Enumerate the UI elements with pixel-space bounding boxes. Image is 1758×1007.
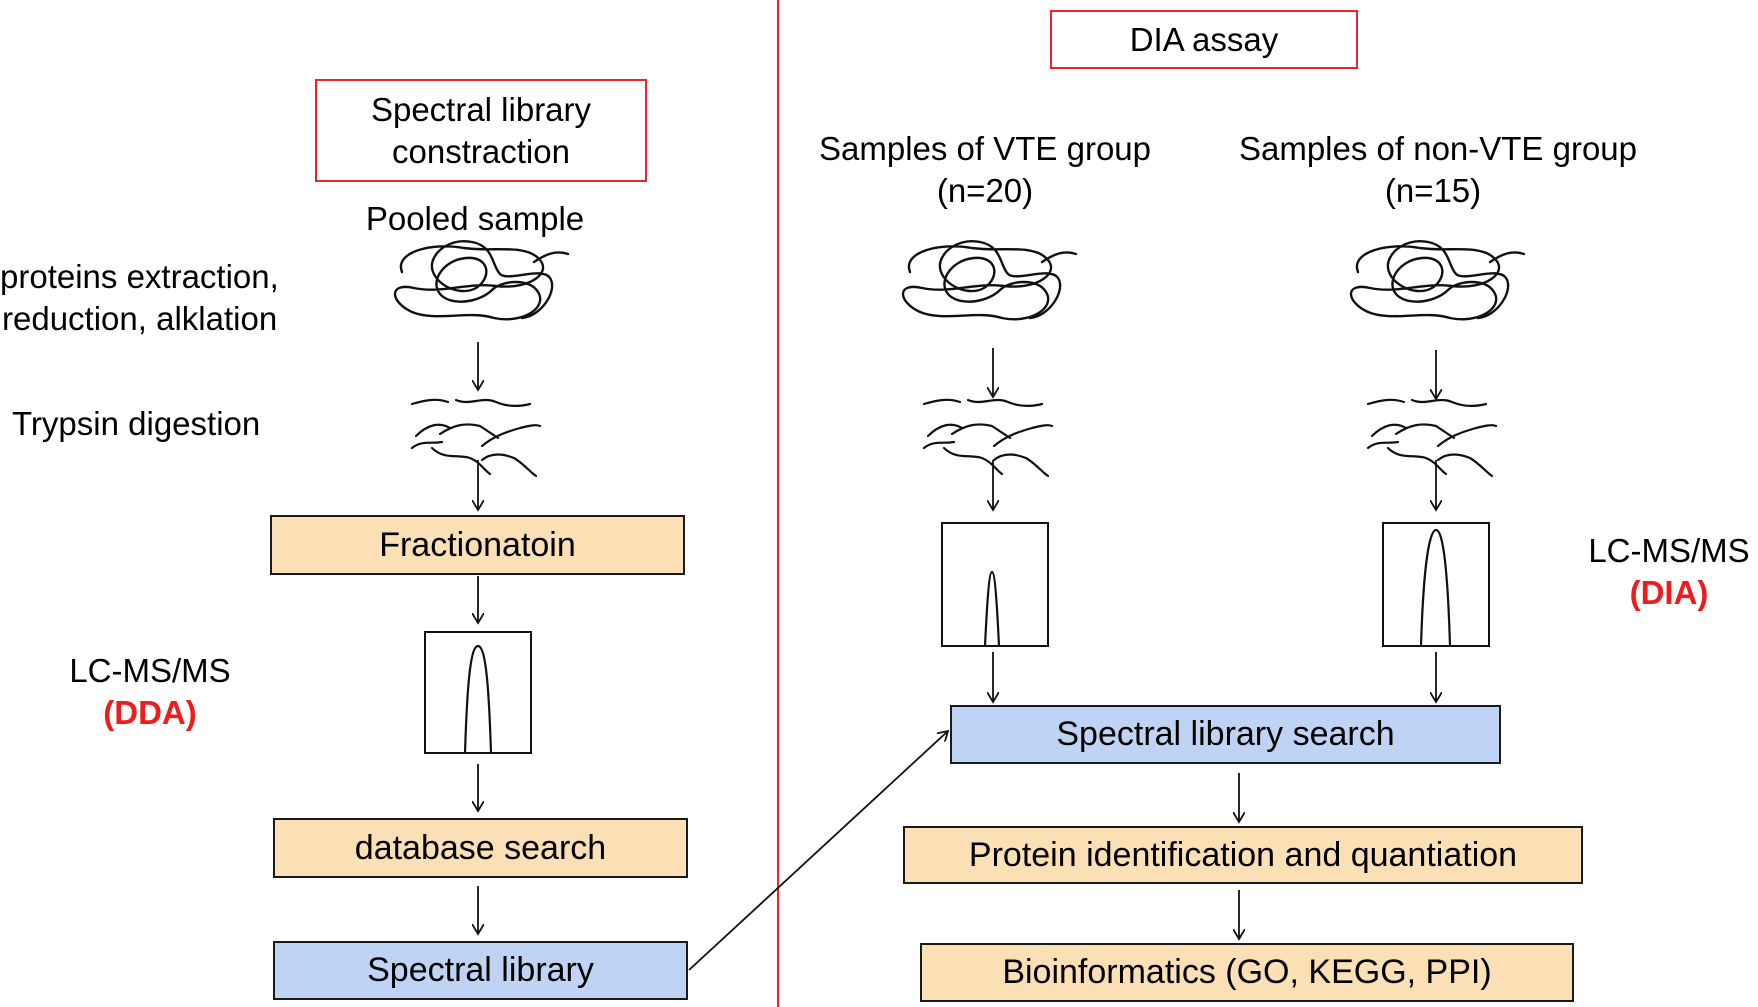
right-lcms-label: LC-MS/MS (DIA) <box>1580 530 1758 614</box>
nonvte-peptides-icon <box>1366 398 1498 478</box>
dda-mode-label: (DDA) <box>103 694 197 731</box>
nonvte-chromatogram-icon <box>1382 522 1490 647</box>
library-construction-header: Spectral library constraction <box>315 79 647 182</box>
left-chromatogram-icon <box>424 631 532 754</box>
bioinformatics-box: Bioinformatics (GO, KEGG, PPI) <box>920 943 1574 1002</box>
left-peptides-icon <box>410 398 542 478</box>
left-lcms-label: LC-MS/MS (DDA) <box>40 650 260 734</box>
library-to-search-arrow <box>688 731 948 971</box>
fractionation-box: Fractionatoin <box>270 515 685 575</box>
dia-mode-label: (DIA) <box>1629 574 1709 611</box>
nonvte-protein-icon <box>1349 240 1526 321</box>
database-search-box: database search <box>273 818 688 878</box>
left-lcms-label-text: LC-MS/MS <box>69 652 231 689</box>
trypsin-step-label: Trypsin digestion <box>12 405 261 442</box>
pooled-protein-icon <box>393 240 570 321</box>
vte-group-label: Samples of VTE group (n=20) <box>790 128 1180 212</box>
pooled-sample-label: Pooled sample <box>365 200 585 237</box>
vte-chromatogram-icon <box>941 522 1049 647</box>
nonvte-group-line1: Samples of non-VTE group <box>1238 130 1638 167</box>
extraction-step-label: proteins extraction, reduction, alklatio… <box>0 256 306 340</box>
vte-group-line1: Samples of VTE group <box>819 130 1151 167</box>
right-flow-arrows <box>993 348 1436 939</box>
right-lcms-label-text: LC-MS/MS <box>1588 532 1750 569</box>
vte-protein-icon <box>901 240 1078 321</box>
library-construction-header-line1: Spectral library <box>370 90 592 128</box>
protein-identification-box: Protein identification and quantiation <box>903 826 1583 884</box>
extraction-step-line1: proteins extraction, <box>0 258 279 295</box>
dia-assay-header: DIA assay <box>1050 10 1358 69</box>
spectral-library-box: Spectral library <box>273 941 688 1000</box>
vte-group-line2: (n=20) <box>936 172 1034 209</box>
library-construction-header-line2: constraction <box>392 132 570 170</box>
nonvte-group-line2: (n=15) <box>1384 172 1482 209</box>
spectral-library-search-box: Spectral library search <box>950 705 1501 764</box>
vte-peptides-icon <box>922 398 1054 478</box>
extraction-step-line2: reduction, alklation <box>2 300 278 337</box>
nonvte-group-label: Samples of non-VTE group (n=15) <box>1208 128 1668 212</box>
